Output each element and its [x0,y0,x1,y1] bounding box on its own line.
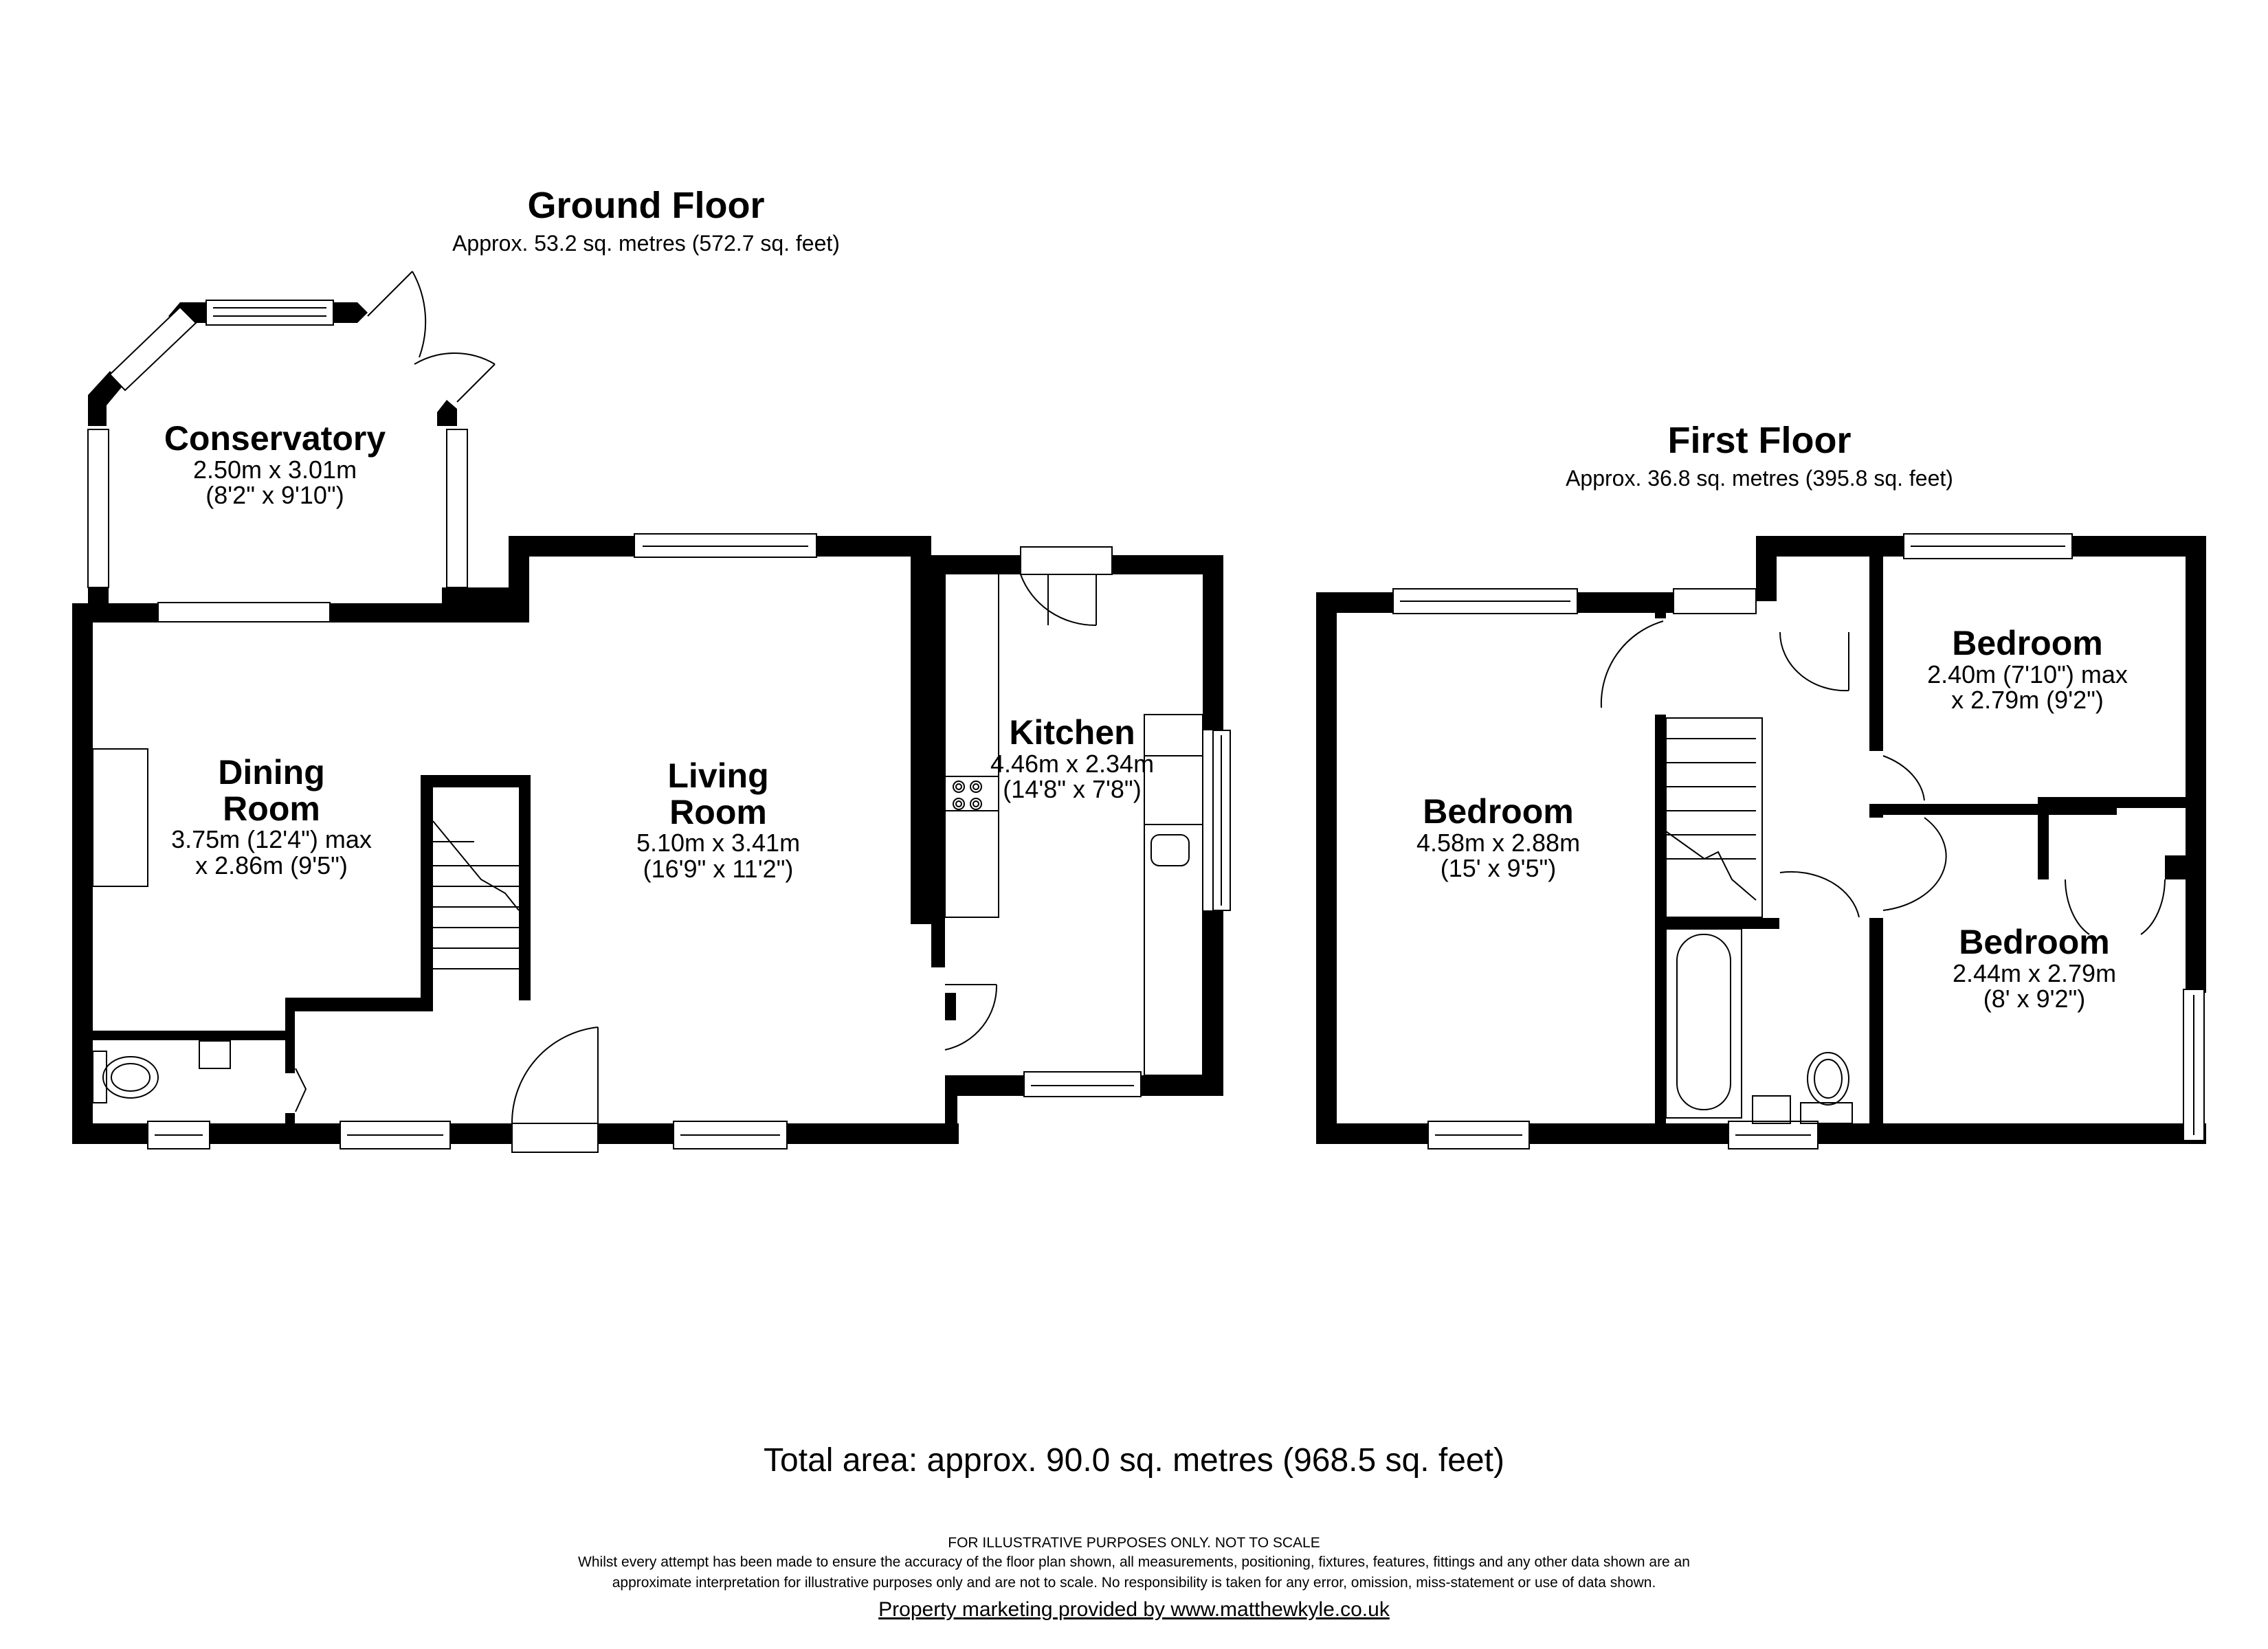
room-dimensions-imperial: (16'9" x 11'2") [643,854,794,883]
room-name: Conservatory [164,419,386,458]
room-name-line2: Room [669,792,767,831]
room-dimensions-imperial: x 2.79m (9'2") [1951,686,2104,715]
room-label-bedroom-2: Bedroom 2.40m (7'10") max x 2.79m (9'2") [1897,625,2158,713]
room-dimensions-imperial: (14'8" x 7'8") [1003,775,1142,804]
first-floor-plan [1316,536,2206,1144]
first-floor-fixtures [1600,620,2166,1124]
room-dimensions-metric: 4.58m x 2.88m [1416,828,1581,857]
ground-floor-area: Approx. 53.2 sq. metres (572.7 sq. feet) [452,231,840,256]
room-label-kitchen: Kitchen 4.46m x 2.34m (14'8" x 7'8") [962,715,1182,803]
room-dimensions-metric: 5.10m x 3.41m [636,829,801,857]
room-name: Bedroom [1959,923,2110,961]
room-name: Bedroom [1423,792,1574,831]
room-name: Bedroom [1952,624,2103,662]
room-name: Dining [218,753,325,792]
total-area: Total area: approx. 90.0 sq. metres (968… [764,1442,1504,1479]
marketing-link[interactable]: Property marketing provided by www.matth… [878,1598,1390,1621]
room-label-dining-room: Dining Room 3.75m (12'4") max x 2.86m (9… [144,754,399,879]
room-name: Kitchen [1009,713,1135,752]
ground-floor-title: Ground Floor [527,185,765,226]
first-floor-windows [1392,533,2205,1149]
first-floor-area: Approx. 36.8 sq. metres (395.8 sq. feet) [1566,466,1953,491]
room-label-living-room: Living Room 5.10m x 3.41m (16'9" x 11'2"… [605,758,832,882]
disclaimer-line-1: Whilst every attempt has been made to en… [578,1554,1690,1570]
room-dimensions-metric: 2.50m x 3.01m [192,455,357,484]
room-dimensions-imperial: x 2.86m (9'5") [195,851,348,879]
room-dimensions-metric: 4.46m x 2.34m [990,749,1155,778]
marketing-credit: Property marketing provided by www.matth… [0,1598,2268,1622]
room-label-bedroom-1: Bedroom 4.58m x 2.88m (15' x 9'5") [1388,794,1608,882]
room-dimensions-metric: 2.44m x 2.79m [1952,958,2117,987]
first-floor-title: First Floor [1667,420,1852,461]
room-dimensions-imperial: (8' x 9'2") [1983,985,2086,1013]
room-dimensions-imperial: (15' x 9'5") [1440,854,1557,883]
room-name-line2: Room [223,789,320,828]
ground-floor-fixtures [92,271,1203,1153]
room-label-conservatory: Conservatory 2.50m x 3.01m (8'2" x 9'10"… [131,420,419,508]
ground-floor-windows [87,300,1231,1149]
room-dimensions-imperial: (8'2" x 9'10") [205,481,344,510]
room-name: Living [667,756,769,795]
room-label-bedroom-3: Bedroom 2.44m x 2.79m (8' x 9'2") [1917,924,2151,1012]
disclaimer-line-2: approximate interpretation for illustrat… [612,1575,1656,1591]
disclaimer-title: FOR ILLUSTRATIVE PURPOSES ONLY. NOT TO S… [948,1535,1320,1551]
ground-floor-plan [72,302,1223,1144]
room-dimensions-metric: 3.75m (12'4") max [171,825,372,853]
room-dimensions-metric: 2.40m (7'10") max [1927,660,2128,688]
